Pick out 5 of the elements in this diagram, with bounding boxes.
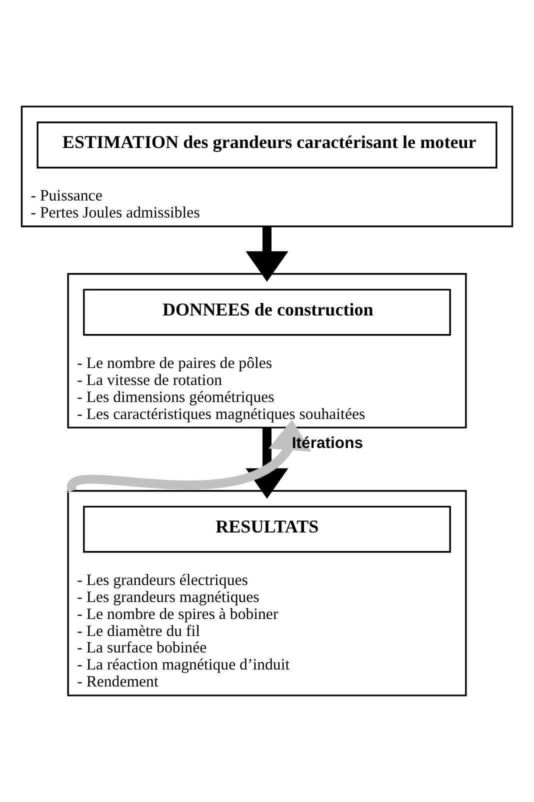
node-box: ESTIMATION des grandeurs caractérisant le moteur [36, 122, 498, 168]
edge-label: Itérations [292, 435, 364, 452]
node-box: RESULTATS [83, 506, 451, 553]
node-box: DONNEES de construction [83, 288, 451, 336]
arrow [68, 420, 312, 491]
